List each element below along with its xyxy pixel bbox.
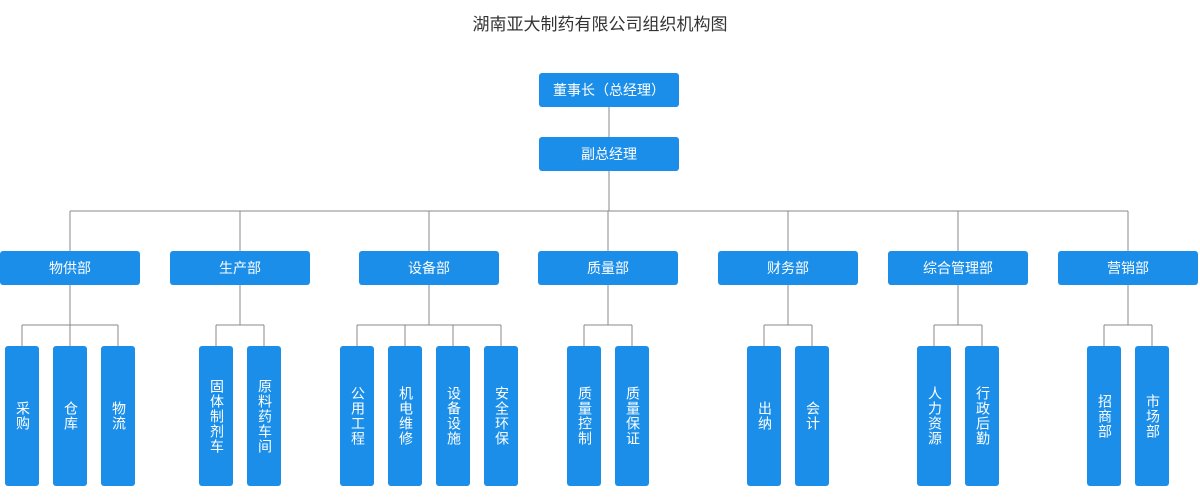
unit-node: 行政后勤: [965, 346, 999, 486]
unit-label: 质量控制: [576, 386, 592, 446]
department-node: 物供部: [0, 251, 140, 285]
department-node: 财务部: [718, 251, 858, 285]
unit-node: 原料药车间: [247, 346, 281, 486]
node-deputy-gm: 副总经理: [539, 137, 679, 171]
unit-node: 物流: [101, 346, 135, 486]
chart-title: 湖南亚大制药有限公司组织机构图: [472, 15, 728, 35]
unit-label: 出纳: [756, 401, 772, 431]
department-node: 质量部: [538, 251, 678, 285]
unit-label: 公用工程: [349, 386, 365, 446]
department-node: 生产部: [170, 251, 310, 285]
unit-label: 仓库: [62, 401, 78, 431]
unit-node: 人力资源: [917, 346, 951, 486]
unit-label: 会计: [804, 401, 820, 431]
unit-node: 固体制剂车: [199, 346, 233, 486]
department-node: 设备部: [359, 251, 499, 285]
unit-node: 仓库: [53, 346, 87, 486]
department-node: 营销部: [1058, 251, 1198, 285]
unit-node: 机电维修: [388, 346, 422, 486]
unit-node: 采购: [5, 346, 39, 486]
unit-label: 固体制剂车: [208, 378, 224, 454]
unit-label: 设备设施: [445, 386, 461, 446]
unit-node: 会计: [795, 346, 829, 486]
unit-node: 质量保证: [615, 346, 649, 486]
node-chairman: 董事长（总经理）: [539, 73, 679, 107]
unit-node: 质量控制: [567, 346, 601, 486]
unit-node: 招商部: [1087, 346, 1121, 486]
unit-label: 招商部: [1096, 393, 1112, 439]
unit-label: 安全环保: [493, 386, 509, 446]
unit-label: 物流: [110, 401, 126, 431]
unit-node: 安全环保: [484, 346, 518, 486]
unit-label: 原料药车间: [256, 378, 272, 454]
unit-label: 行政后勤: [974, 386, 990, 446]
unit-label: 质量保证: [624, 386, 640, 446]
unit-label: 机电维修: [397, 386, 413, 446]
department-node: 综合管理部: [888, 251, 1028, 285]
unit-label: 人力资源: [926, 386, 942, 446]
unit-label: 市场部: [1144, 393, 1160, 439]
unit-label: 采购: [14, 401, 30, 431]
unit-node: 出纳: [747, 346, 781, 486]
unit-node: 设备设施: [436, 346, 470, 486]
unit-node: 公用工程: [340, 346, 374, 486]
unit-node: 市场部: [1135, 346, 1169, 486]
